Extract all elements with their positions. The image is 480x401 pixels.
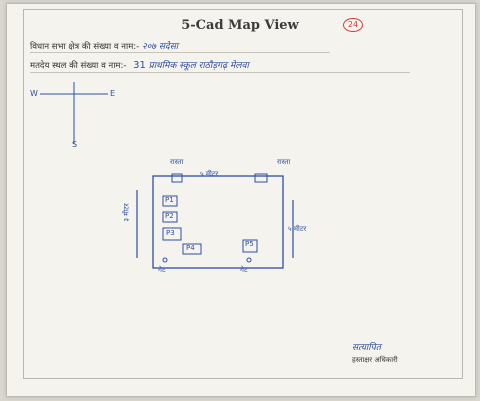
gate-label-left: गेट [158, 266, 166, 274]
room-label-2: P2 [165, 212, 174, 220]
signatory-title: हस्ताक्षर अधिकारी [352, 356, 398, 364]
map-sketch [136, 173, 294, 269]
room-label-1: P1 [165, 196, 174, 204]
signature: सत्यापित [352, 343, 381, 353]
polling-label: मतदेय स्थल की संख्या व नाम:- [30, 61, 127, 71]
room-label-3: P3 [166, 229, 175, 237]
assembly-line: विधान सभा क्षेत्र की संख्या व नाम:- २०७ … [30, 39, 178, 52]
polling-number: 31 [133, 60, 146, 71]
distance-label-right: ५ मीटर [288, 225, 307, 233]
assembly-label: विधान सभा क्षेत्र की संख्या व नाम:- [30, 42, 140, 52]
polling-station-line: मतदेय स्थल की संख्या व नाम:- 31 प्राथमिक… [30, 58, 249, 71]
distance-label-top: ५ मीटर [200, 170, 219, 178]
compass-east: E [110, 89, 116, 98]
underline-2 [30, 72, 410, 73]
compass-south: S [72, 140, 78, 149]
room-box-4 [182, 243, 202, 255]
room-box-5 [242, 239, 258, 253]
gate-label-right: गेट [240, 266, 248, 274]
distance-label-left: ३ मीटर [122, 203, 131, 222]
room-label-4: P4 [186, 244, 195, 252]
polling-value: प्राथमिक स्कूल राठौड़गढ़ मेलवा [148, 61, 249, 71]
document-sheet [6, 3, 476, 397]
top-left-marker [171, 173, 183, 183]
room-box-1 [162, 195, 178, 207]
assembly-value: २०७ सदेसा [141, 42, 179, 52]
gate-left-mark [162, 257, 168, 263]
room-box-2 [162, 211, 178, 223]
room-box-3 [162, 227, 182, 241]
room-label-5: P5 [245, 240, 254, 248]
page-title: 5-Cad Map View [181, 18, 299, 33]
page-badge: 24 [343, 18, 363, 32]
road-label-top-right: रास्ता [277, 158, 291, 166]
compass-icon [40, 82, 108, 144]
top-right-marker [254, 173, 268, 183]
road-label-top-left: रास्ता [170, 158, 184, 166]
underline-1 [30, 52, 330, 53]
compass-west: W [30, 89, 38, 98]
gate-right-mark [246, 257, 252, 263]
page-frame [23, 9, 463, 379]
building-outline [152, 175, 284, 269]
